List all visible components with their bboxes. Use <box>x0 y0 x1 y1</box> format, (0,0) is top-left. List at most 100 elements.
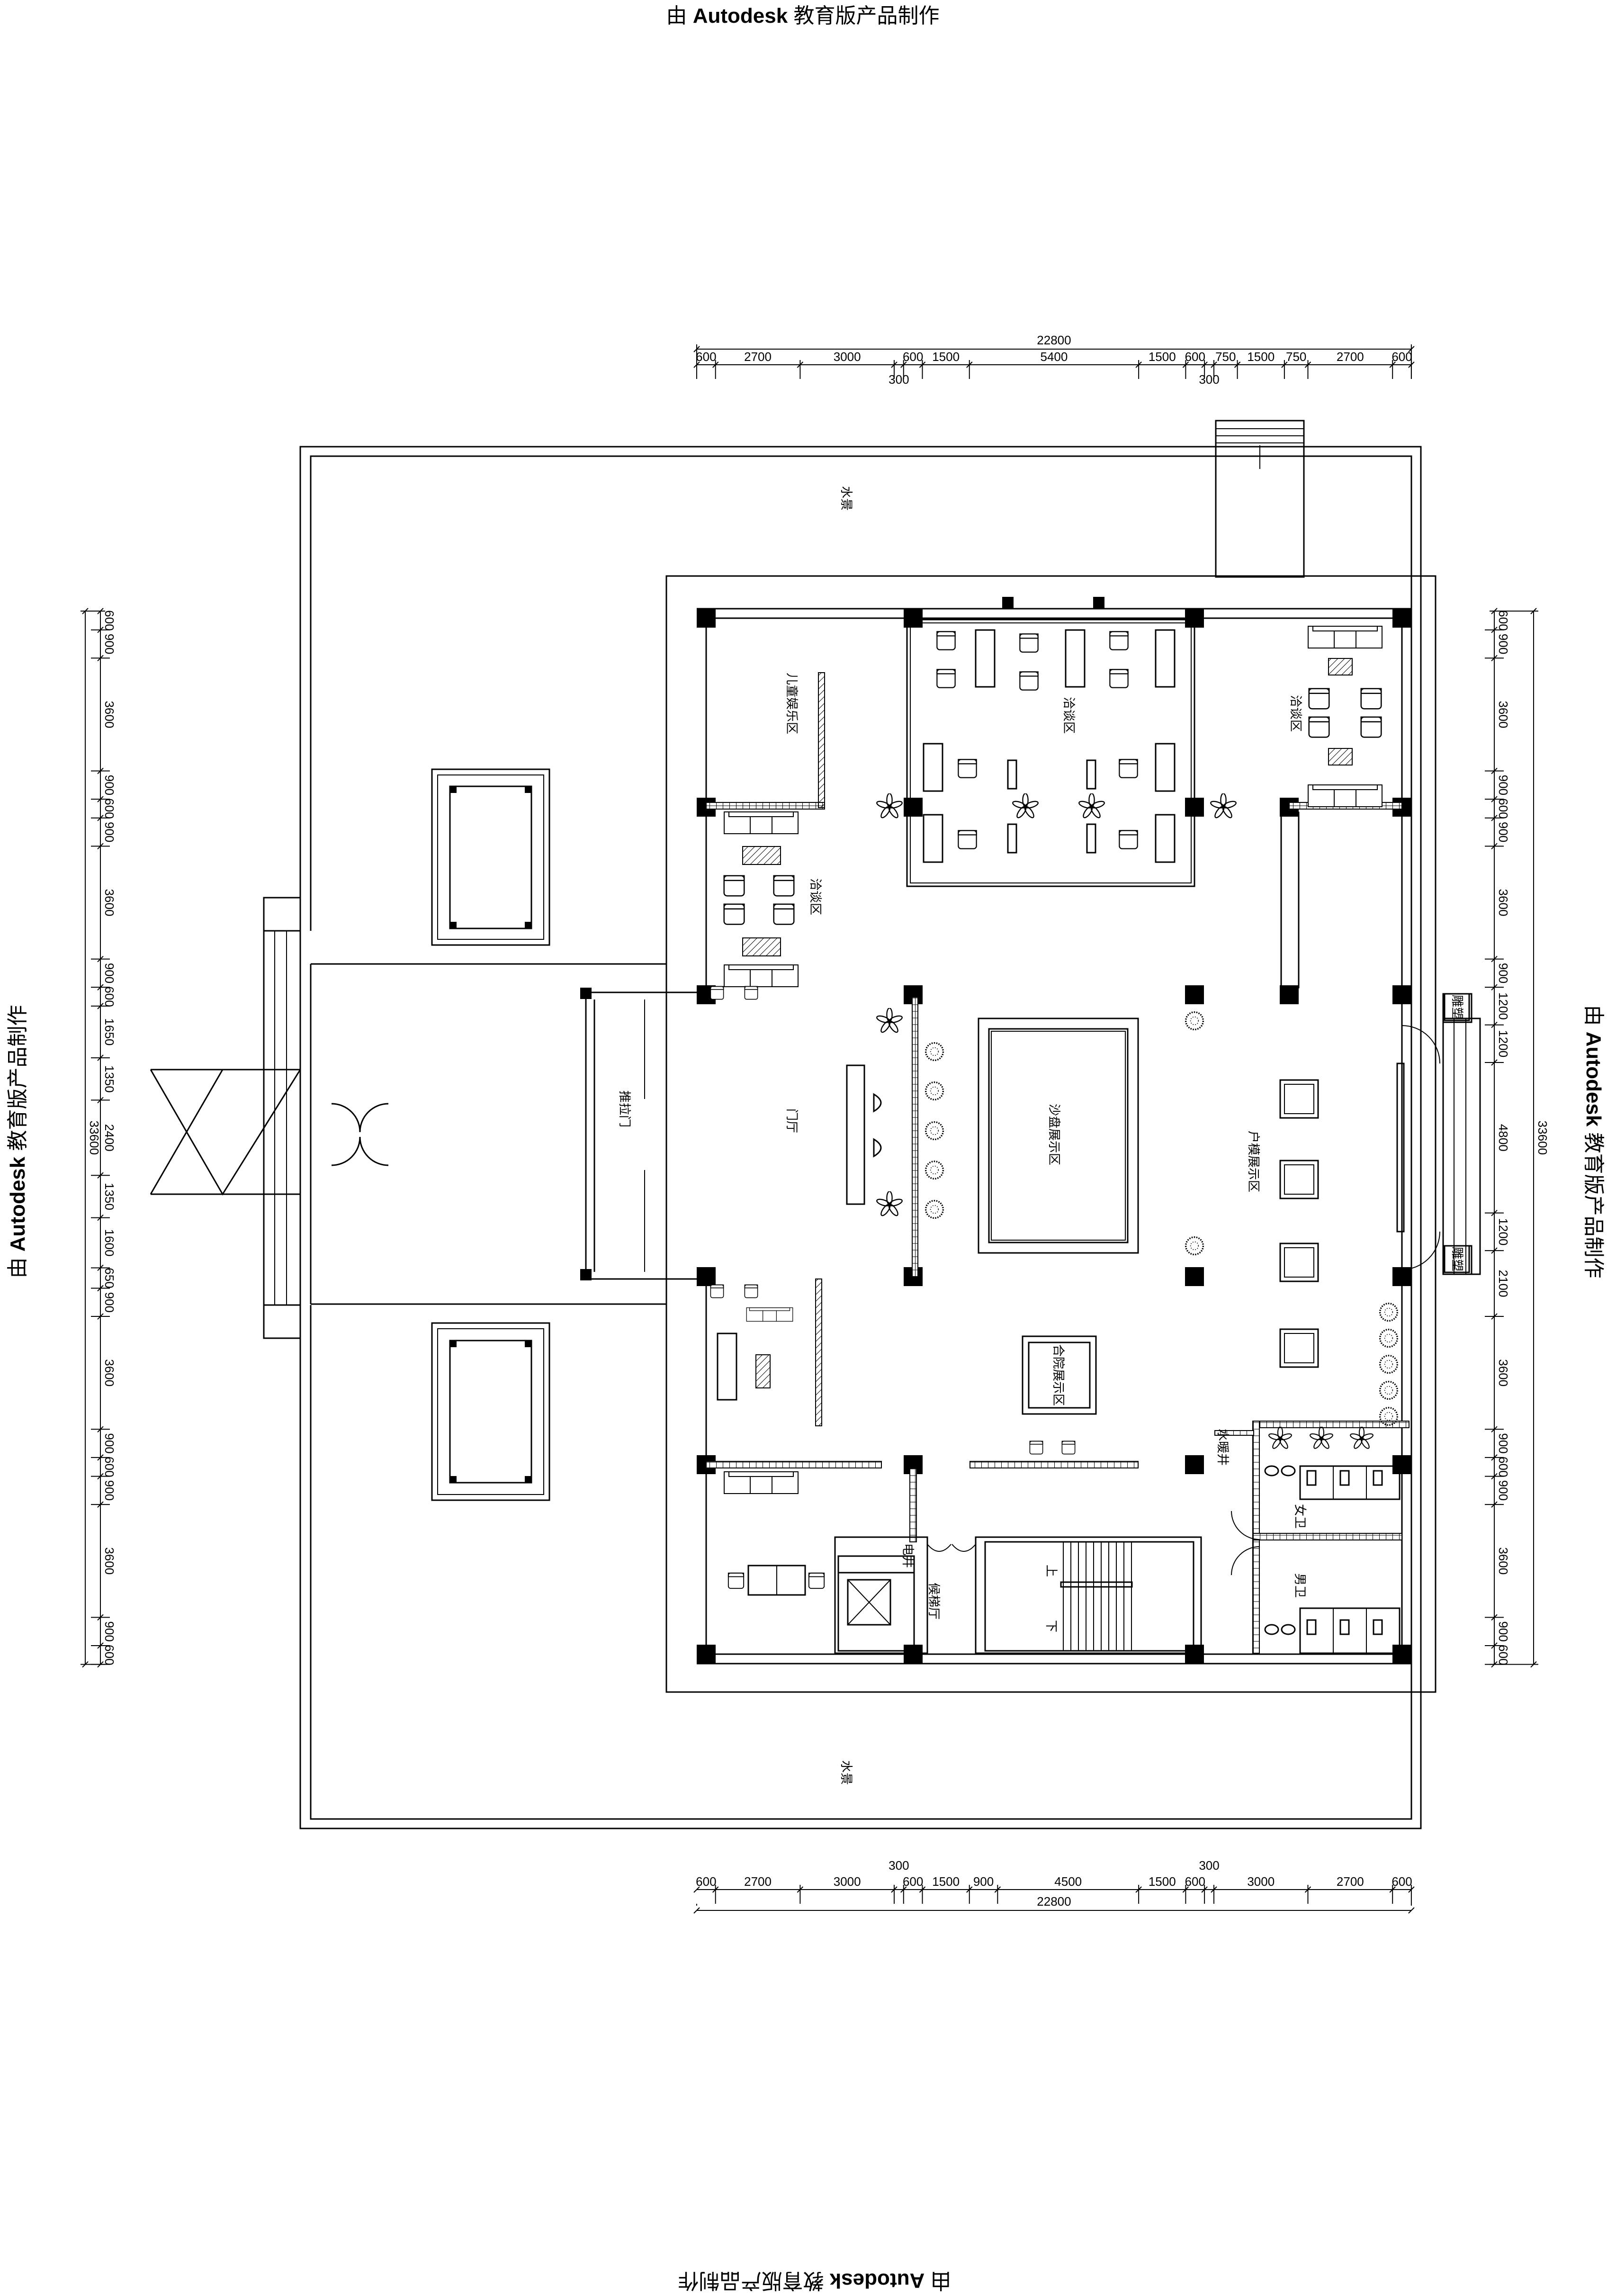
dimension-label: 1500 <box>932 1874 960 1889</box>
dimension-label: 600 <box>1392 350 1412 364</box>
column <box>1093 597 1104 608</box>
dimension-tick <box>693 346 700 352</box>
dimension-label: 4500 <box>1054 1874 1082 1889</box>
label-mens-wc: 男卫 <box>1293 1573 1307 1598</box>
dimension-label: 1350 <box>102 1065 117 1093</box>
dimension-label: 1650 <box>102 1018 117 1046</box>
dimension-label: 4800 <box>1496 1124 1510 1152</box>
dimension-label: 750 <box>1286 350 1306 364</box>
dimension-label: 1200 <box>1496 1218 1510 1245</box>
shrub-icon <box>1379 1381 1398 1400</box>
unit-model-displays <box>1279 1079 1319 1368</box>
dimension-label: 3600 <box>102 889 117 917</box>
column <box>1185 985 1204 1004</box>
label-lounge-left: 洽谈区 <box>808 878 822 915</box>
dimension-label: 300 <box>1199 1858 1219 1873</box>
flower-plant-icon <box>1210 793 1237 820</box>
dimension-label: 300 <box>1199 372 1219 387</box>
column <box>904 1645 923 1664</box>
dimension-label: 600 <box>102 798 117 819</box>
dimension-label: 5400 <box>1041 350 1068 364</box>
dimension-label: 900 <box>1496 775 1510 795</box>
label-electric-shaft: 电井 <box>900 1543 915 1568</box>
dimension-label: 1350 <box>102 1183 117 1210</box>
column <box>1392 609 1411 628</box>
dimension-label: 900 <box>1496 634 1510 654</box>
dimension-label: 3000 <box>834 1874 861 1889</box>
dimension-label: 650 <box>102 1268 117 1288</box>
dimension-label: 900 <box>102 822 117 842</box>
dimension-chain-left: 6009003600900600900360090060016501350240… <box>81 608 117 1668</box>
label-sculpture-bottom: 雕塑 <box>1450 1247 1464 1271</box>
structural-columns <box>580 597 1411 1664</box>
top-entrance-steps <box>1215 420 1305 578</box>
flower-plant-icon <box>1268 1427 1292 1450</box>
dimension-label: 900 <box>1496 1433 1510 1453</box>
dimension-label: 2700 <box>744 1874 772 1889</box>
dimension-tick <box>1408 1907 1415 1914</box>
dimension-label: 1500 <box>1247 350 1275 364</box>
dimension-label: 600 <box>1496 1457 1510 1477</box>
column <box>1002 597 1014 608</box>
column <box>1185 1267 1204 1286</box>
flower-plant-icon <box>1078 793 1105 820</box>
dimension-tick <box>97 608 104 614</box>
label-stair-down: 下 <box>1044 1620 1058 1632</box>
dimension-label: 2700 <box>1337 1874 1364 1889</box>
column <box>1280 985 1299 1004</box>
dimension-label: 600 <box>1185 350 1205 364</box>
dimension-tick <box>1530 1661 1537 1668</box>
dimension-label: 600 <box>1496 1645 1510 1665</box>
label-water-feature-top: 水景 <box>839 486 853 511</box>
dimension-label: 600 <box>696 1874 716 1889</box>
column <box>697 1645 716 1664</box>
dimension-label: 600 <box>696 350 716 364</box>
dimension-label: 1200 <box>1496 1030 1510 1057</box>
dimension-label: 600 <box>102 610 117 630</box>
column <box>697 609 716 628</box>
flower-plant-icon <box>1012 793 1039 820</box>
dimension-label: 900 <box>102 634 117 654</box>
dimension-label: 900 <box>1496 1480 1510 1501</box>
dimension-label: 600 <box>1392 1874 1412 1889</box>
label-kids-area: 儿童娱乐区 <box>784 673 799 734</box>
right-entrance-steps <box>1396 993 1481 1275</box>
dimension-label: 900 <box>102 1433 117 1453</box>
dimension-label: 600 <box>102 986 117 1007</box>
column <box>697 1267 716 1286</box>
label-lobby: 门厅 <box>784 1108 799 1133</box>
dimension-total-label: 33600 <box>87 1121 101 1155</box>
courtyard-model-display <box>1022 1335 1097 1415</box>
shrub-icon <box>1185 1011 1204 1030</box>
dimension-tick <box>1408 346 1415 352</box>
shrub-icon <box>1379 1329 1398 1348</box>
dimension-label: 1500 <box>932 350 960 364</box>
label-lounge-right: 洽谈区 <box>1288 695 1302 732</box>
dimension-label: 600 <box>102 1645 117 1665</box>
dimension-label: 1200 <box>1496 992 1510 1020</box>
dimension-label: 300 <box>889 1858 909 1873</box>
dimension-label: 3600 <box>102 1547 117 1575</box>
shrub-icon <box>1379 1303 1398 1322</box>
dimension-label: 900 <box>102 1621 117 1641</box>
column <box>580 988 592 999</box>
dimension-label: 3600 <box>1496 701 1510 728</box>
shrub-icon <box>925 1042 944 1061</box>
dimension-label: 3600 <box>1496 1359 1510 1387</box>
dimension-label: 900 <box>102 1292 117 1313</box>
column <box>1392 985 1411 1004</box>
label-sculpture-top: 雕塑 <box>1450 995 1464 1019</box>
dimension-tick <box>1530 608 1537 614</box>
label-stair-up: 上 <box>1044 1565 1058 1577</box>
label-unit-models: 户模展示区 <box>1246 1131 1260 1192</box>
dimension-label: 900 <box>102 775 117 795</box>
watermark-top: 由 Autodesk 教育版产品制作 <box>666 4 940 27</box>
dimension-label: 1500 <box>1149 350 1176 364</box>
flower-plant-icon <box>1310 1427 1333 1450</box>
shrub-icon <box>925 1161 944 1180</box>
label-courtyard-model: 合院展示区 <box>1051 1344 1065 1406</box>
room-labels: 儿童娱乐区 洽谈区 洽谈区 洽谈区 门厅 推拉门 沙盘展示区 户模展示区 合院展… <box>617 486 1464 1785</box>
dimension-total-label: 22800 <box>1037 1894 1071 1909</box>
flower-plant-icon <box>876 1008 903 1035</box>
